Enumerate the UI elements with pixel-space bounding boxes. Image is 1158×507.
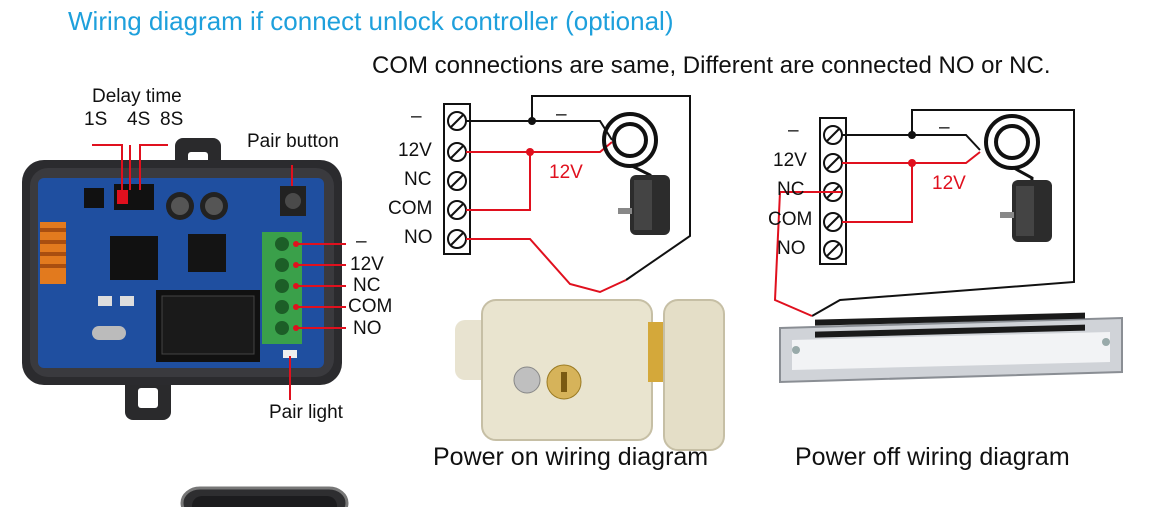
controller-terminal-12v: 12V [350,254,384,275]
pair-light-label: Pair light [269,402,343,423]
electric-rim-lock [455,299,725,451]
delay-option-8s: 8S [160,109,184,130]
power-on-caption: Power on wiring diagram [433,443,709,471]
power-on-adapter [602,112,670,235]
controller-terminal-nc: NC [353,275,381,296]
power-on-terminal-nc: NC [404,169,432,190]
power-on-terminal-block [443,103,471,255]
controller-terminal-com: COM [348,296,393,317]
bottom-device-partial [180,486,349,507]
power-on-terminal-no: NO [404,227,433,248]
delay-option-1s: 1S [84,109,108,130]
delay-time-label: Delay time [92,86,182,107]
power-on-positive-wire [466,141,627,294]
power-off-positive-wire [773,151,981,317]
controller-terminal-no: NO [353,318,382,339]
power-on-12v-wire-label: 12V [549,162,583,183]
power-off-adapter [984,114,1052,242]
pair-button-label: Pair button [247,131,339,152]
power-off-caption: Power off wiring diagram [795,443,1070,471]
power-on-neg-wire-label: – [556,104,567,125]
power-off-terminal-com: COM [768,209,813,230]
power-on-terminal-com: COM [388,198,433,219]
page-subtitle: COM connections are same, Different are … [372,52,1051,79]
power-off-terminal-nc: NC [777,179,805,200]
controller-module [22,138,342,420]
power-off-terminal-12v: 12V [773,150,807,171]
power-off-terminal-no: NO [777,238,806,259]
power-off-terminal-neg: – [788,120,799,141]
power-on-terminal-12v: 12V [398,140,432,161]
power-off-12v-wire-label: 12V [932,173,966,194]
power-on-negative-wire [466,95,691,281]
delay-option-4s: 4S [127,109,151,130]
magnetic-lock [779,312,1123,384]
controller-terminal-neg: – [356,231,367,252]
page-title: Wiring diagram if connect unlock control… [68,6,674,36]
power-off-neg-wire-label: – [939,117,950,138]
controller-callouts [92,144,346,400]
power-on-terminal-neg: – [411,106,422,127]
